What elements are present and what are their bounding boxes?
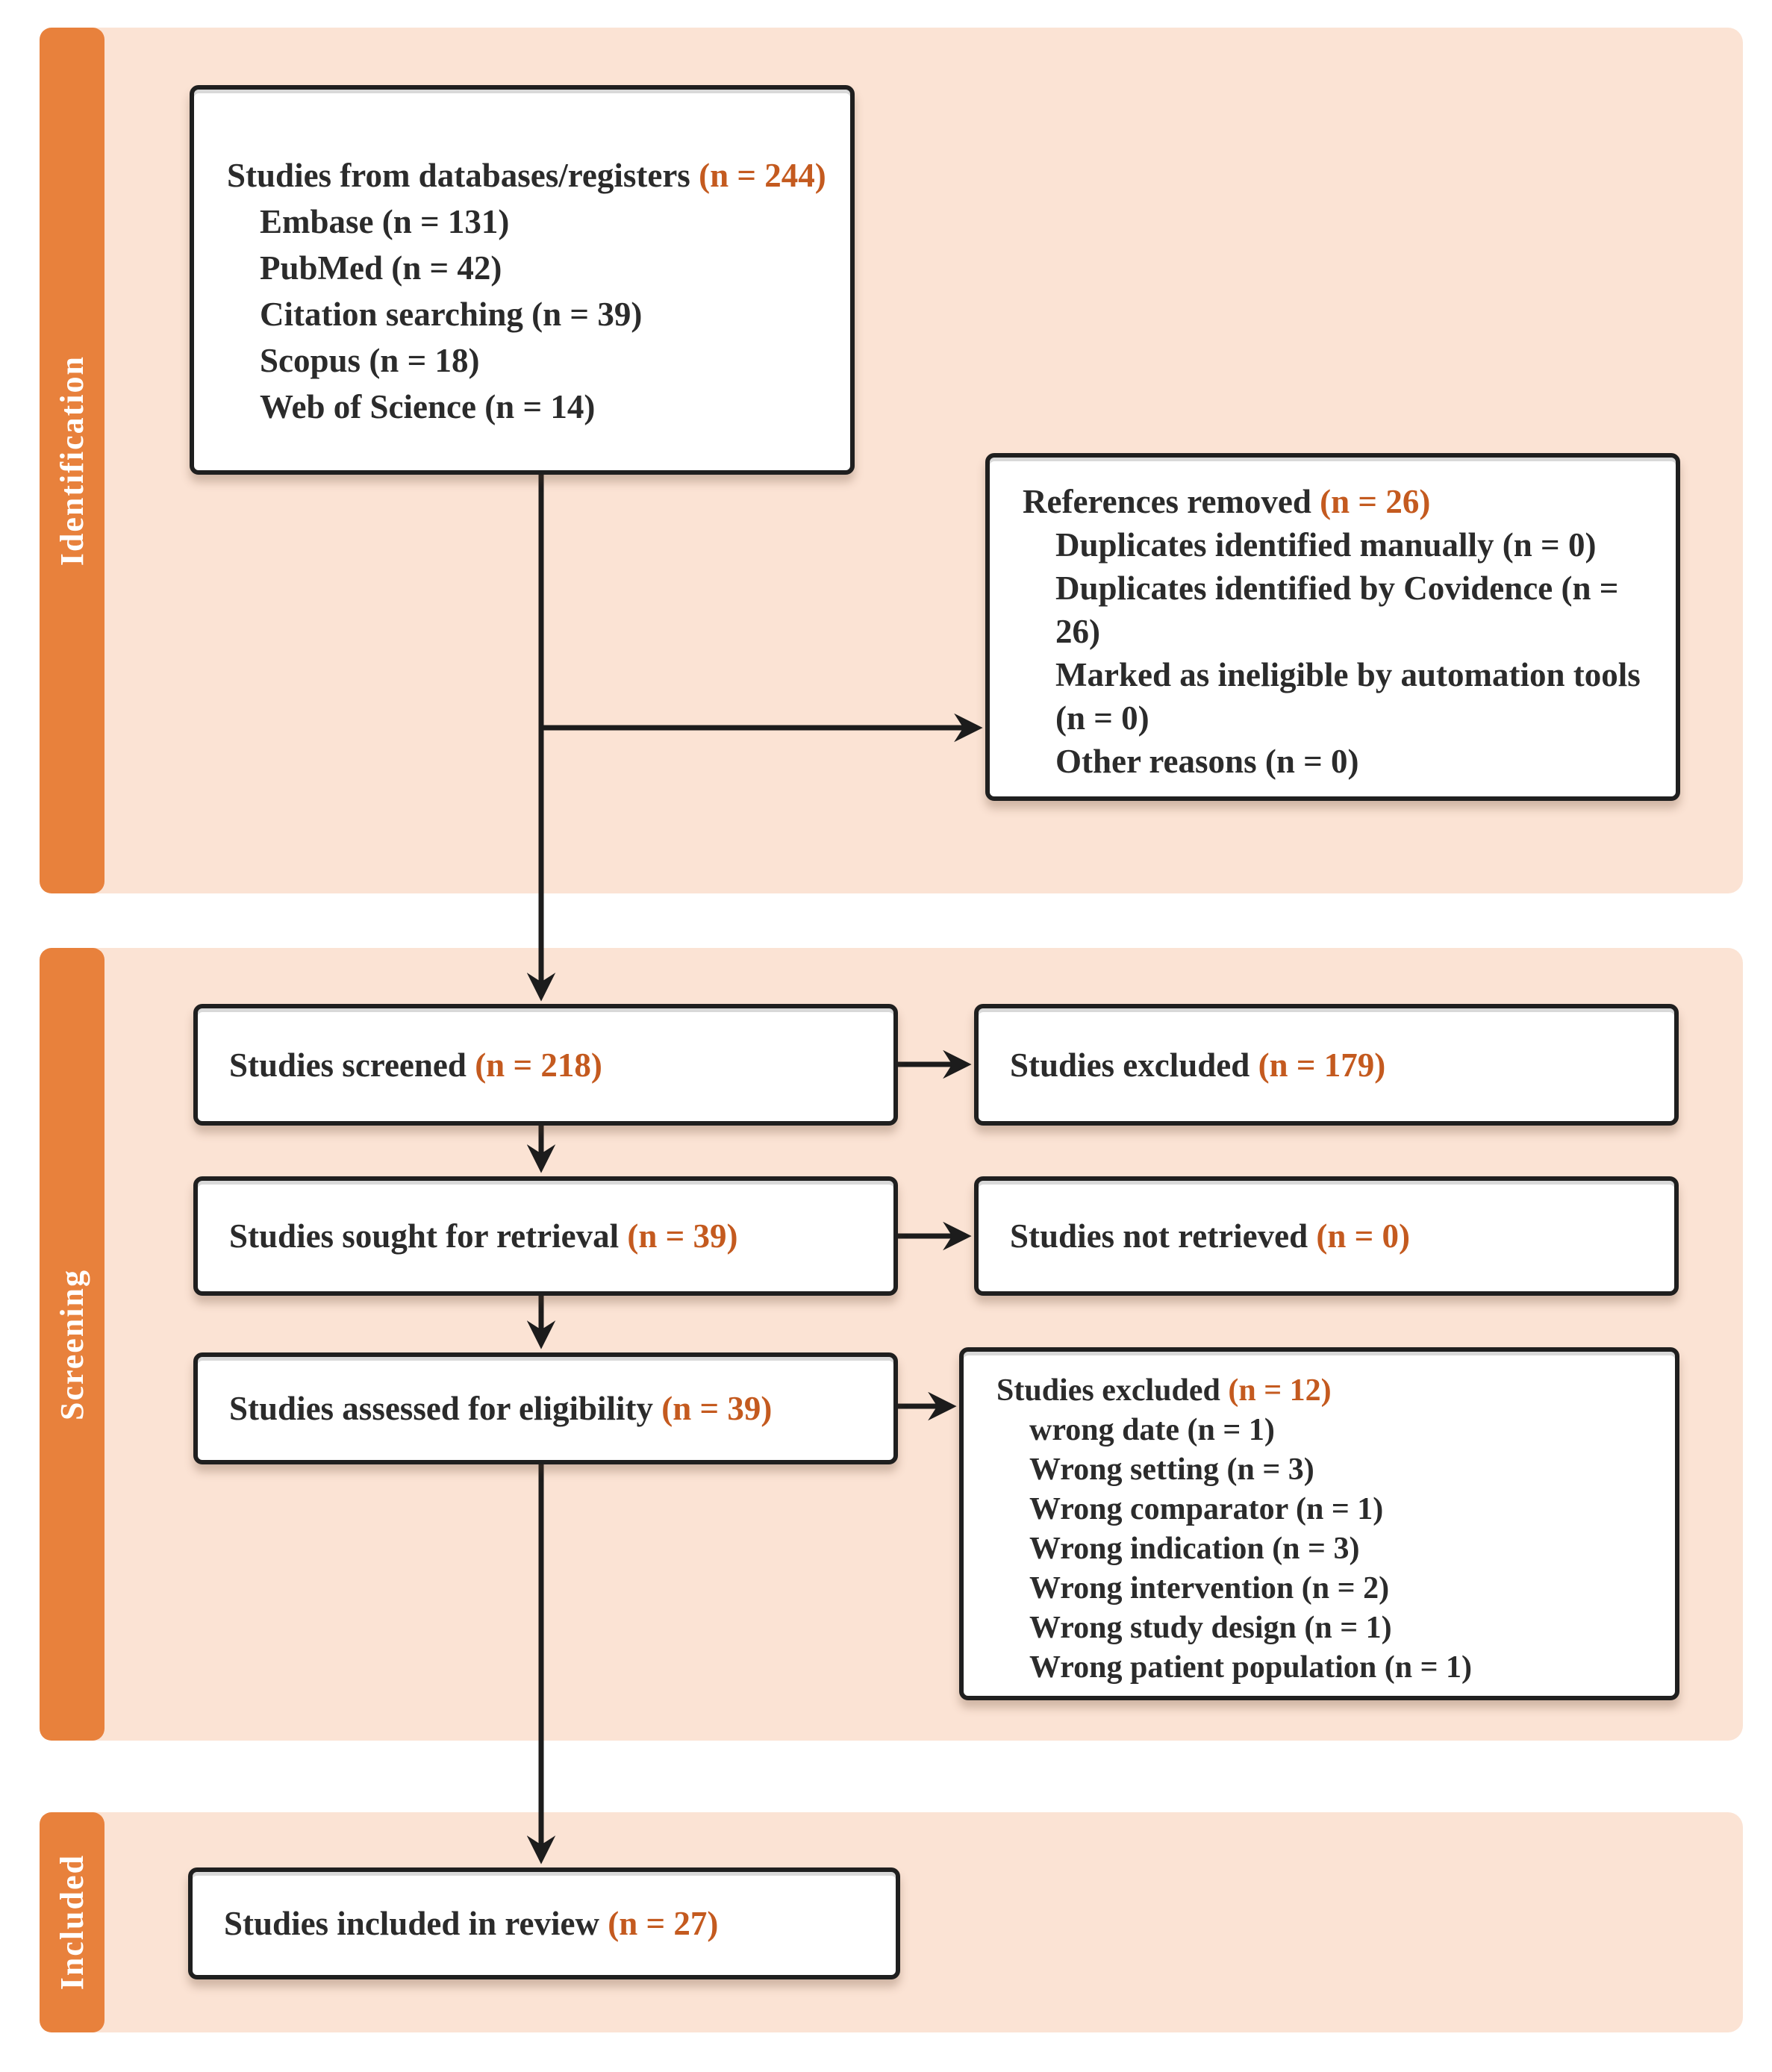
box-count: (n = 39) (661, 1390, 773, 1427)
box-studies-included-in-review: Studies included in review (n = 27) (188, 1867, 900, 1979)
box-count: (n = 218) (475, 1046, 602, 1084)
box-studies-screened: Studies screened (n = 218) (193, 1004, 898, 1126)
box-title: References removed (1023, 483, 1311, 520)
box-title-row: Studies sought for retrieval (n = 39) (198, 1213, 737, 1259)
sidebar-tab-screening: Screening (40, 948, 104, 1741)
list-item: Wrong study design (n = 1) (1029, 1611, 1392, 1645)
box-title-row: Studies excluded (n = 179) (979, 1042, 1385, 1088)
box-title-row: Studies not retrieved (n = 0) (979, 1213, 1410, 1259)
box-title-row: References removed (n = 26) (1023, 480, 1655, 523)
list-item: Duplicates identified by Covidence (n = … (1055, 570, 1619, 650)
sidebar-label-identification: Identification (54, 355, 90, 567)
list-item: Wrong intervention (n = 2) (1029, 1571, 1390, 1606)
box-references-removed: References removed (n = 26) Duplicates i… (985, 453, 1680, 801)
box-title: Studies not retrieved (1010, 1217, 1308, 1255)
list-item: Wrong setting (n = 3) (1029, 1452, 1314, 1487)
list-item: Wrong patient population (n = 1) (1029, 1650, 1473, 1685)
box-studies-excluded-screening: Studies excluded (n = 179) (974, 1004, 1679, 1126)
sidebar-label-included: Included (54, 1854, 90, 1991)
box-title: Studies included in review (224, 1905, 599, 1942)
box-title-row: Studies included in review (n = 27) (193, 1900, 718, 1947)
box-studies-from-databases: Studies from databases/registers (n = 24… (190, 85, 855, 475)
box-title: Studies excluded (1010, 1046, 1250, 1084)
box-studies-not-retrieved: Studies not retrieved (n = 0) (974, 1176, 1679, 1296)
box-title-row: Studies assessed for eligibility (n = 39… (198, 1385, 772, 1432)
list-item: wrong date (n = 1) (1029, 1413, 1275, 1447)
box-title: Studies assessed for eligibility (229, 1390, 653, 1427)
box-studies-sought-for-retrieval: Studies sought for retrieval (n = 39) (193, 1176, 898, 1296)
list-item: Citation searching (n = 39) (260, 296, 643, 333)
box-count: (n = 179) (1258, 1046, 1386, 1084)
box-studies-assessed-for-eligibility: Studies assessed for eligibility (n = 39… (193, 1352, 898, 1464)
sidebar-label-screening: Screening (54, 1268, 90, 1420)
box-title-row: Studies screened (n = 218) (198, 1042, 602, 1088)
list-item: PubMed (n = 42) (260, 249, 502, 287)
box-count: (n = 26) (1320, 483, 1431, 520)
list-item: Embase (n = 131) (260, 203, 510, 240)
box-title: Studies sought for retrieval (229, 1217, 620, 1255)
box-title: Studies from databases/registers (227, 157, 690, 194)
list-item: Marked as ineligible by automation tools… (1055, 656, 1641, 737)
list-item: Wrong comparator (n = 1) (1029, 1492, 1384, 1526)
box-count: (n = 244) (699, 157, 826, 194)
list-item: Other reasons (n = 0) (1055, 743, 1359, 780)
box-title-row: Studies excluded (n = 12) (996, 1371, 1656, 1411)
sidebar-tab-included: Included (40, 1812, 104, 2032)
list-item: Wrong indication (n = 3) (1029, 1532, 1360, 1566)
box-title-row: Studies from databases/registers (n = 24… (227, 152, 829, 199)
box-title: Studies excluded (996, 1373, 1220, 1408)
list-item: Duplicates identified manually (n = 0) (1055, 526, 1597, 564)
box-count: (n = 27) (608, 1905, 719, 1942)
list-item: Scopus (n = 18) (260, 342, 480, 379)
box-title: Studies screened (229, 1046, 467, 1084)
box-count: (n = 0) (1316, 1217, 1411, 1255)
box-studies-excluded-eligibility: Studies excluded (n = 12) wrong date (n … (959, 1347, 1679, 1700)
box-count: (n = 12) (1228, 1373, 1332, 1408)
sidebar-tab-identification: Identification (40, 28, 104, 893)
box-count: (n = 39) (627, 1217, 738, 1255)
list-item: Web of Science (n = 14) (260, 388, 596, 425)
